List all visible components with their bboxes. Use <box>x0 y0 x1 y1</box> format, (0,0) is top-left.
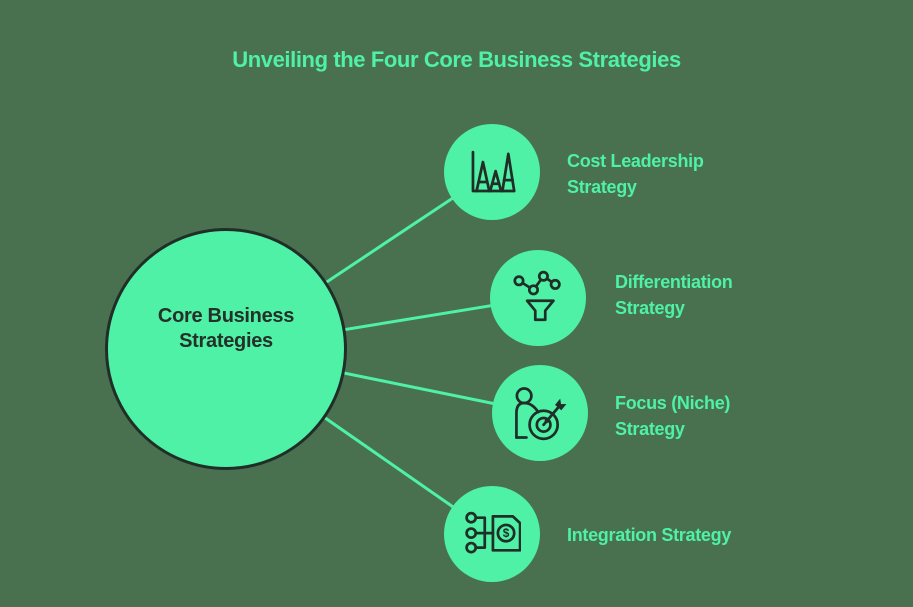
label-cost-leadership-strategy: Cost Leadership Strategy <box>567 151 704 197</box>
dollar-icon: $ <box>503 527 510 540</box>
page-title: Unveiling the Four Core Business Strateg… <box>232 47 681 72</box>
strategy-node-cost-leadership <box>444 124 540 220</box>
bar-chart-peaks-icon <box>463 143 521 201</box>
strategy-node-differentiation <box>490 250 586 346</box>
central-node <box>105 228 347 470</box>
person-target-dart-icon <box>511 384 569 442</box>
label-integration-strategy: Integration Strategy <box>567 525 732 545</box>
label-differentiation-strategy: Differentiation Strategy <box>615 272 733 318</box>
central-node-label: Core Business Strategies <box>157 305 295 352</box>
network-nodes-funnel-icon <box>509 269 567 327</box>
strategy-node-integration: $ <box>444 486 540 582</box>
strategy-node-focus-niche <box>492 365 588 461</box>
label-focus-niche-strategy: Focus (Niche) Strategy <box>615 393 731 439</box>
nodes-dollar-document-icon: $ <box>463 505 521 563</box>
